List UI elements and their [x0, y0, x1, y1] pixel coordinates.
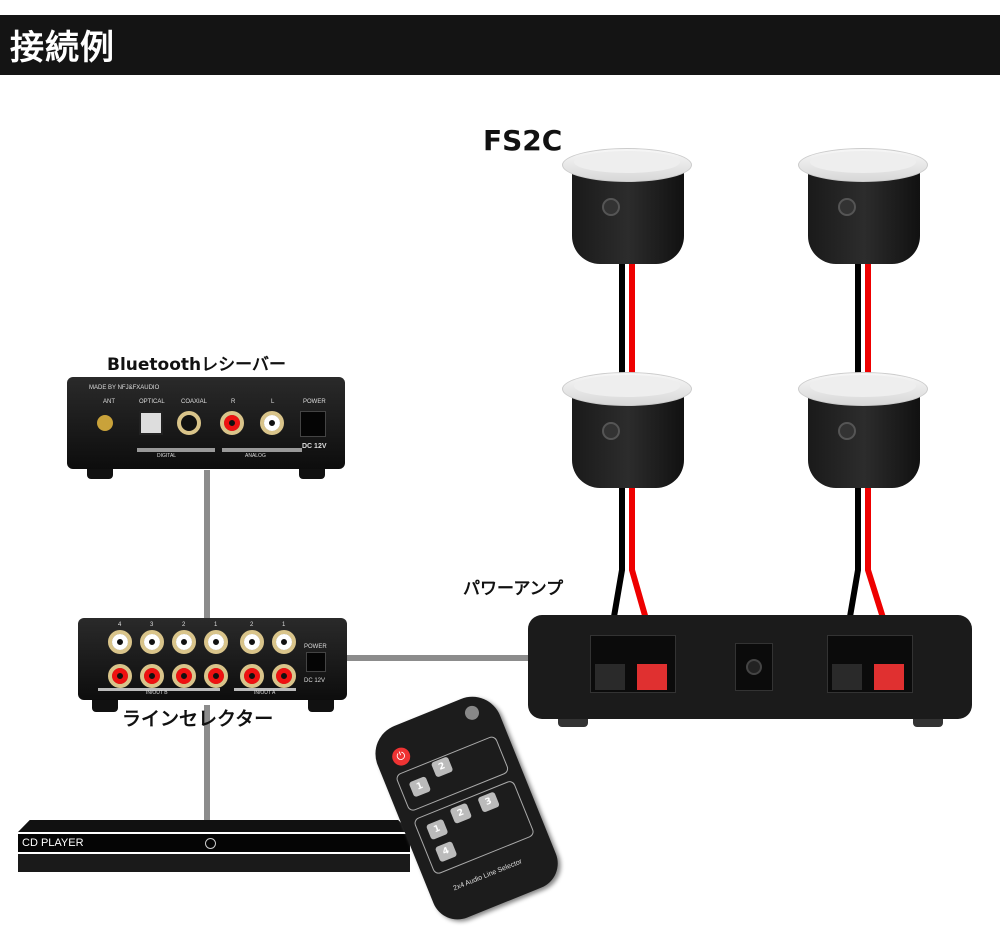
power-jack	[300, 411, 326, 437]
speaker-model-label: FS2C	[483, 124, 563, 157]
coaxial-port	[177, 411, 201, 435]
speaker-terminal-left	[590, 635, 676, 693]
port-label: L	[271, 399, 275, 405]
remote-power-icon: ⏻	[389, 744, 413, 769]
channel-number: 3	[150, 622, 154, 628]
analog-bar	[222, 448, 302, 452]
port-label: POWER	[303, 399, 326, 405]
group-label: IN/OUT A	[254, 690, 276, 696]
rca-port	[272, 630, 296, 654]
group-label: IN/OUT B	[146, 690, 168, 696]
port-label: R	[231, 399, 236, 405]
bluetooth-receiver-label: Bluetoothレシーバー	[107, 355, 286, 375]
port-label: OPTICAL	[139, 399, 165, 405]
speaker-terminal-right	[827, 635, 913, 693]
group-bar	[98, 688, 220, 691]
rca-port	[140, 630, 164, 654]
power-label: POWER	[304, 644, 327, 650]
rca-port	[204, 664, 228, 688]
cd-player-label: CD PLAYER	[22, 837, 84, 849]
header-bar	[0, 15, 1000, 75]
ir-sensor-icon	[462, 703, 482, 722]
speaker-top-left	[562, 148, 692, 266]
rca-port	[172, 664, 196, 688]
speaker-bottom-right	[798, 372, 928, 490]
power-spec: DC 12V	[304, 678, 326, 684]
power-button-icon	[205, 838, 216, 849]
rca-port	[240, 630, 264, 654]
group-label: DIGITAL	[157, 453, 177, 459]
speaker-top-right	[798, 148, 928, 266]
port-label: COAXIAL	[181, 399, 208, 405]
bluetooth-receiver: MADE BY NFJ&FXAUDIO ANT OPTICAL COAXIAL …	[67, 377, 345, 482]
rca-port	[140, 664, 164, 688]
rca-port	[204, 630, 228, 654]
speaker-bottom-left	[562, 372, 692, 490]
port-label: ANT	[103, 399, 115, 405]
power-amp-label: パワーアンプ	[463, 579, 564, 599]
rca-r-port	[220, 411, 244, 435]
dc-jack	[735, 643, 773, 691]
antenna-port	[97, 415, 113, 431]
cd-player: CD PLAYER	[18, 820, 410, 872]
rca-port	[172, 630, 196, 654]
channel-number: 1	[214, 622, 218, 628]
rca-port	[108, 664, 132, 688]
brand-text: MADE BY NFJ&FXAUDIO	[89, 385, 160, 391]
optical-port	[139, 411, 163, 435]
channel-number: 4	[118, 622, 122, 628]
channel-number: 2	[250, 622, 254, 628]
channel-number: 2	[182, 622, 186, 628]
rca-port	[240, 664, 264, 688]
rca-l-port	[260, 411, 284, 435]
group-bar	[234, 688, 296, 691]
line-selector: 4 3 2 1 2 1 POWER DC 12V IN/OUT B IN/OUT…	[78, 618, 347, 712]
group-label: ANALOG	[245, 453, 266, 459]
digital-bar	[137, 448, 215, 452]
rca-port	[108, 630, 132, 654]
rca-port	[272, 664, 296, 688]
line-selector-label: ラインセレクター	[122, 708, 274, 730]
power-jack	[306, 652, 326, 672]
channel-number: 1	[282, 622, 286, 628]
power-spec: DC 12V	[302, 443, 327, 450]
power-amp	[528, 615, 972, 727]
page-title: 接続例	[10, 28, 115, 68]
